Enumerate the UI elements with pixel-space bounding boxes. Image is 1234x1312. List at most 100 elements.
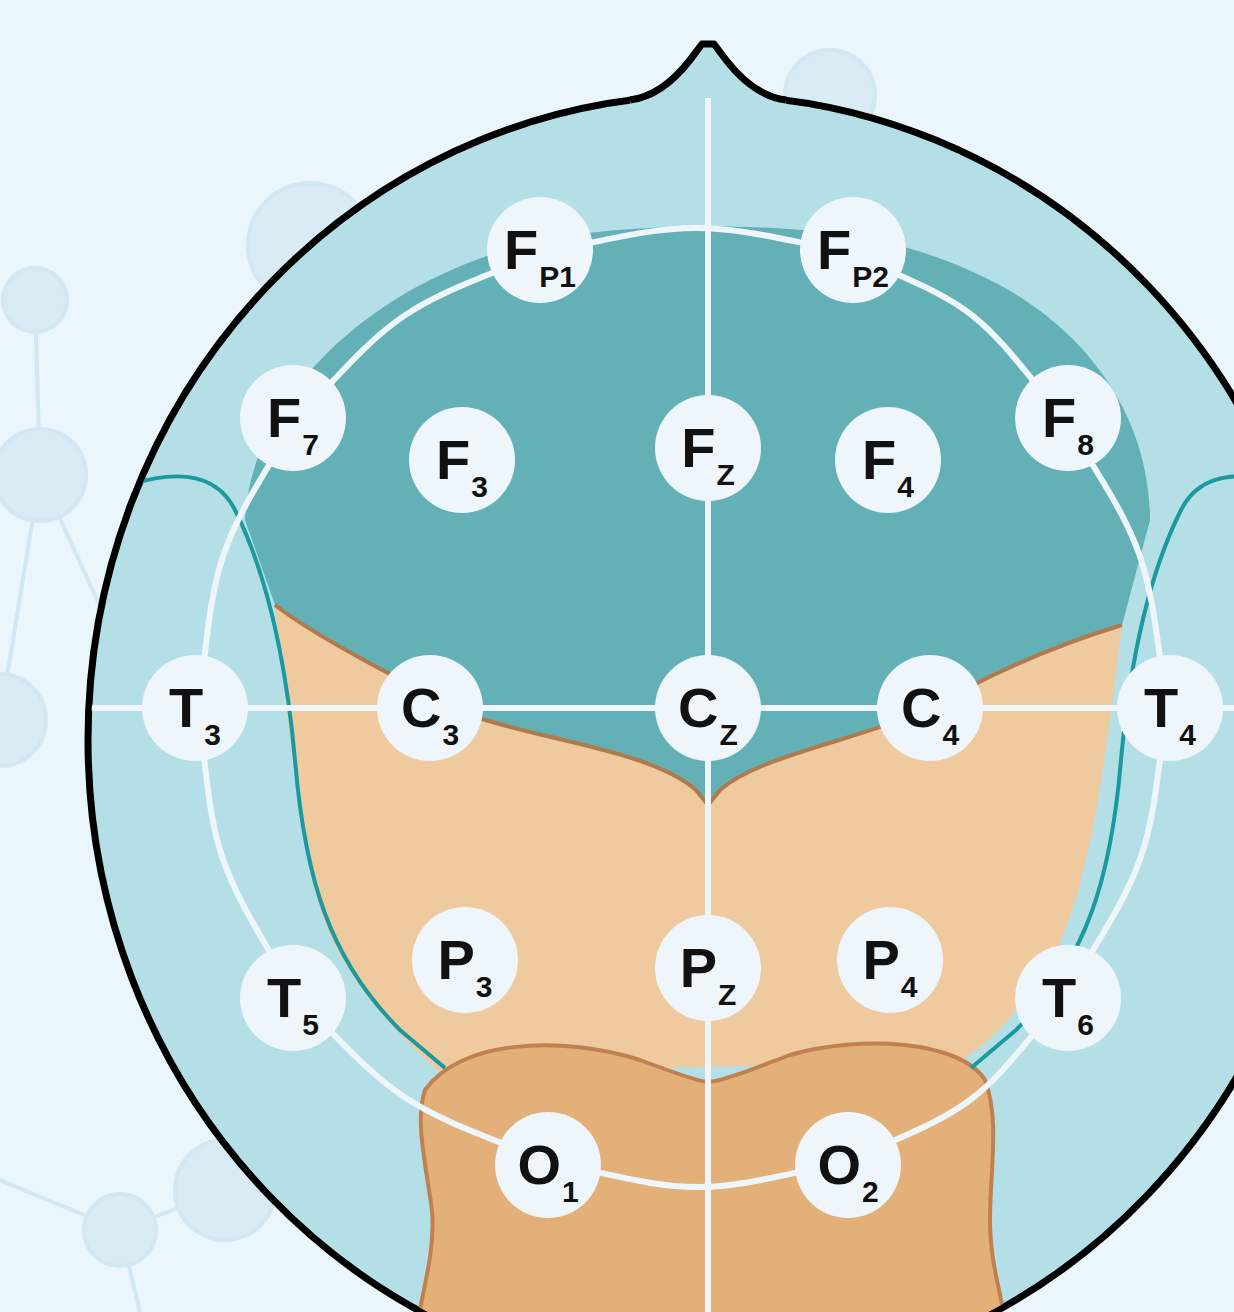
- electrode-label: P4: [862, 932, 917, 988]
- electrode-node: F8: [1015, 365, 1121, 471]
- electrode-label: F7: [267, 390, 319, 446]
- electrode-label: T3: [169, 680, 221, 736]
- electrode-node: F3: [409, 407, 515, 513]
- temporal-lobe-outline: [120, 476, 445, 1068]
- electrode-link: [1092, 463, 1160, 658]
- molecule-atom: [84, 1194, 156, 1266]
- electrode-index: 4: [1179, 718, 1196, 751]
- electrode-label: FP1: [504, 222, 576, 278]
- electrode-label: FP2: [817, 222, 889, 278]
- parietal-lobe: [275, 605, 1122, 1072]
- electrode-node: C4: [877, 655, 983, 761]
- electrode-node: P4: [837, 907, 943, 1013]
- electrode-letter: O: [817, 1133, 861, 1196]
- electrode-letter: C: [678, 676, 718, 739]
- electrode-index: 6: [1077, 1008, 1094, 1041]
- electrode-label: C3: [401, 680, 459, 736]
- electrode-index: 4: [901, 970, 918, 1003]
- electrode-link: [598, 1172, 797, 1187]
- electrode-index: Z: [718, 978, 736, 1011]
- electrode-letter: F: [1042, 386, 1076, 449]
- central-sulcus: [275, 605, 1122, 805]
- electrode-label: FZ: [681, 420, 735, 476]
- electrode-letter: C: [901, 676, 941, 739]
- electrode-link: [591, 228, 803, 243]
- molecule-atom: [3, 268, 67, 332]
- electrode-link: [981, 705, 1119, 711]
- electrode-node: T3: [142, 655, 248, 761]
- electrode-link: [204, 758, 270, 952]
- electrode-link: [331, 1032, 502, 1143]
- electrode-letter: F: [817, 218, 851, 281]
- electrode-label: T6: [1042, 970, 1094, 1026]
- electrode-letter: P: [680, 936, 717, 999]
- electrode-index: 4: [897, 470, 914, 503]
- electrode-label: F8: [1042, 390, 1094, 446]
- electrode-node: PZ: [655, 915, 761, 1021]
- electrode-link: [705, 759, 711, 917]
- electrode-label: T5: [267, 970, 319, 1026]
- occipital-lobe: [418, 1044, 1005, 1312]
- electrode-index: 4: [942, 718, 959, 751]
- electrode-letter: F: [862, 428, 896, 491]
- electrode-node: CZ: [655, 655, 761, 761]
- electrode-index: 3: [442, 718, 459, 751]
- electrode-link: [481, 705, 657, 711]
- electrode-node: T4: [1117, 655, 1223, 761]
- electrode-node: F7: [240, 365, 346, 471]
- electrode-letter: T: [267, 966, 301, 1029]
- electrode-node: O2: [795, 1112, 901, 1218]
- electrode-link: [705, 499, 711, 657]
- electrode-label: P3: [437, 932, 492, 988]
- electrode-node: FP1: [487, 197, 593, 303]
- electrode-label: C4: [901, 680, 959, 736]
- electrode-index: 3: [476, 970, 493, 1003]
- electrode-index: Z: [716, 458, 734, 491]
- electrode-label: PZ: [680, 940, 737, 996]
- electrode-index: 3: [471, 470, 488, 503]
- electrode-index: 7: [302, 428, 319, 461]
- electrode-index: P2: [852, 260, 889, 293]
- electrode-index: P1: [539, 260, 576, 293]
- electrode-node: FP2: [800, 197, 906, 303]
- electrode-label: O2: [817, 1137, 878, 1193]
- electrode-letter: O: [517, 1133, 561, 1196]
- temporal-lobe-outline: [971, 476, 1234, 1068]
- electrode-label: O1: [517, 1137, 578, 1193]
- molecule-atom: [0, 674, 46, 766]
- electrode-letter: C: [401, 676, 441, 739]
- electrode-label: F3: [436, 432, 488, 488]
- electrode-letter: T: [169, 676, 203, 739]
- electrode-index: 1: [562, 1175, 579, 1208]
- electrode-letter: P: [437, 928, 474, 991]
- electrode-link: [246, 705, 379, 711]
- electrode-link: [204, 463, 270, 657]
- electrode-link: [898, 275, 1033, 381]
- electrode-link: [1091, 758, 1160, 953]
- electrode-letter: F: [267, 386, 301, 449]
- electrode-letter: F: [436, 428, 470, 491]
- electrode-node: P3: [412, 907, 518, 1013]
- electrode-letter: P: [862, 928, 899, 991]
- midline: [705, 1000, 711, 1312]
- electrode-node: T5: [240, 945, 346, 1051]
- electrode-node: C3: [377, 655, 483, 761]
- electrode-index: 2: [862, 1175, 879, 1208]
- head-outline: [88, 95, 1234, 1312]
- electrode-index: 5: [302, 1008, 319, 1041]
- electrode-link: [759, 705, 879, 711]
- midline: [705, 44, 711, 420]
- electrode-link: [331, 272, 495, 383]
- electrode-label: F4: [862, 432, 914, 488]
- nose-outline: [630, 44, 786, 100]
- electrode-index: Z: [720, 718, 738, 751]
- electrode-link: [893, 1035, 1033, 1141]
- electrode-letter: T: [1144, 676, 1178, 739]
- electrode-letter: F: [681, 416, 715, 479]
- molecule-atom: [0, 429, 86, 521]
- electrode-index: 3: [204, 718, 221, 751]
- electrode-node: FZ: [655, 395, 761, 501]
- electrode-index: 8: [1077, 428, 1094, 461]
- electrode-node: T6: [1015, 945, 1121, 1051]
